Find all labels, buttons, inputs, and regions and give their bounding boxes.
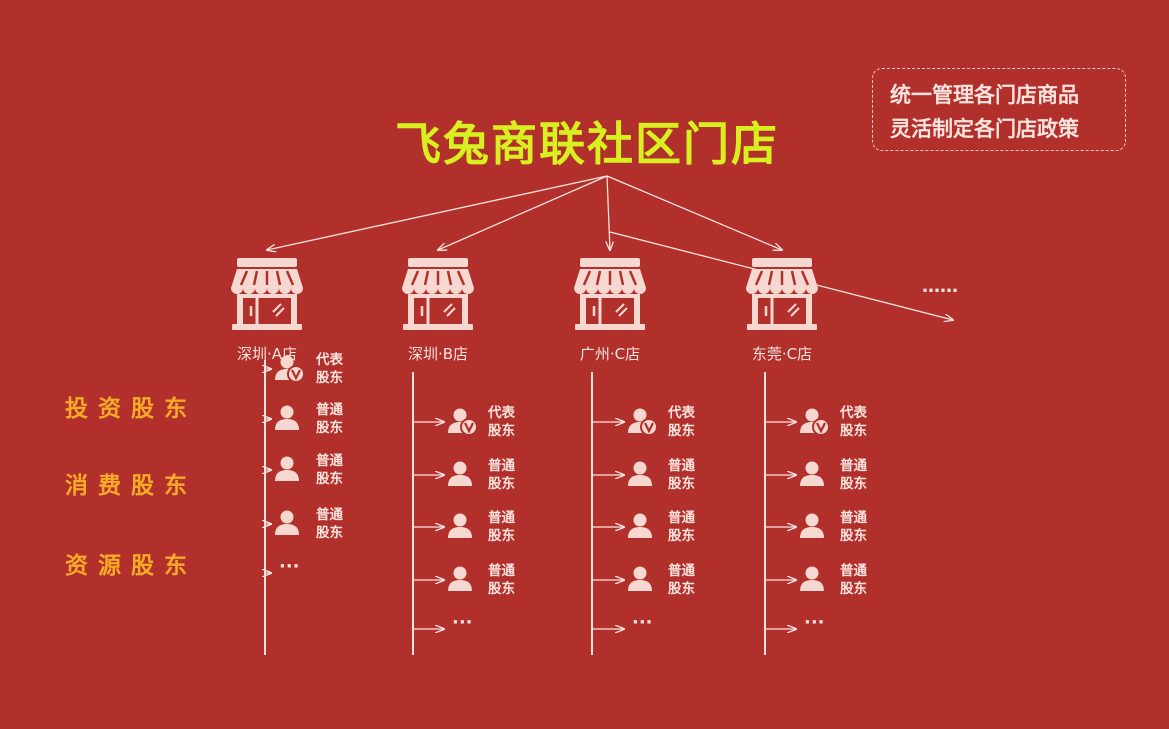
shareholder-label-line2: 股东 <box>488 527 516 544</box>
shareholder-label-line2: 股东 <box>840 527 868 544</box>
representative-shareholder-icon <box>275 355 305 383</box>
shareholder-label-line1: 代表 <box>487 404 516 421</box>
shareholder-label-line2: 股东 <box>668 580 696 597</box>
shareholder-label-line1: 普通 <box>840 562 868 579</box>
representative-shareholder-icon <box>448 408 478 436</box>
arrow-to-store <box>606 175 782 250</box>
shareholder-label-line1: 代表 <box>839 404 868 421</box>
shareholder-label-line2: 股东 <box>488 422 516 439</box>
shareholder-label-line2: 股东 <box>668 475 696 492</box>
person-icon <box>800 566 824 591</box>
shareholder-type-consume: 消费股东 <box>65 472 197 499</box>
person-icon <box>448 566 472 591</box>
person-icon <box>448 513 472 538</box>
shareholder-label-line2: 股东 <box>488 580 516 597</box>
person-icon <box>275 456 299 481</box>
store-name: 深圳·B店 <box>408 345 468 363</box>
more-shareholders-ellipsis: ··· <box>632 612 653 633</box>
note-line-2: 灵活制定各门店政策 <box>890 117 1080 141</box>
arrow-to-store <box>267 175 608 250</box>
shareholder-label-line2: 股东 <box>316 419 343 436</box>
arrow-to-store <box>607 175 610 250</box>
store-icon <box>574 258 646 330</box>
shareholder-label-line1: 代表 <box>315 351 343 368</box>
shareholder-label-line2: 股东 <box>840 422 868 439</box>
shareholder-label-line2: 股东 <box>316 524 343 541</box>
shareholder-type-invest: 投资股东 <box>65 395 197 422</box>
shareholder-label-line1: 普通 <box>316 506 343 523</box>
shareholder-label-line1: 普通 <box>488 509 516 526</box>
more-shareholders-ellipsis: ··· <box>452 612 473 633</box>
person-icon <box>275 405 299 430</box>
shareholder-label-line2: 股东 <box>488 475 516 492</box>
page-title: 飞兔商联社区门店 <box>395 117 779 171</box>
more-shareholders-ellipsis: ··· <box>804 612 825 633</box>
store-column: 深圳·A店代表股东普通股东普通股东普通股东··· <box>231 175 608 655</box>
note-box <box>872 68 1126 151</box>
store-name: 广州·C店 <box>580 345 640 363</box>
shareholder-type-resource: 资源股东 <box>65 552 197 579</box>
person-icon <box>448 461 472 486</box>
store-name: 东莞·C店 <box>752 345 812 363</box>
shareholder-label-line1: 代表 <box>667 404 696 421</box>
arrow-to-store <box>438 175 608 250</box>
shareholder-label-line1: 普通 <box>488 457 516 474</box>
shareholder-label-line1: 普通 <box>488 562 516 579</box>
representative-shareholder-icon <box>800 408 830 436</box>
more-stores-ellipsis: …… <box>922 276 958 297</box>
person-icon <box>628 513 652 538</box>
representative-shareholder-icon <box>628 408 658 436</box>
person-icon <box>275 510 299 535</box>
shareholder-label-line1: 普通 <box>668 509 696 526</box>
shareholder-label-line1: 普通 <box>668 562 696 579</box>
shareholder-label-line2: 股东 <box>668 422 696 439</box>
shareholder-label-line2: 股东 <box>668 527 696 544</box>
shareholder-label-line1: 普通 <box>316 401 343 418</box>
person-icon <box>628 566 652 591</box>
shareholder-label-line1: 普通 <box>840 457 868 474</box>
shareholder-label-line1: 普通 <box>316 452 343 469</box>
store-icon <box>231 258 303 330</box>
note-line-1: 统一管理各门店商品 <box>890 83 1079 107</box>
shareholder-label-line1: 普通 <box>668 457 696 474</box>
store-icon <box>402 258 474 330</box>
person-icon <box>628 461 652 486</box>
shareholder-label-line2: 股东 <box>840 580 868 597</box>
more-shareholders-ellipsis: ··· <box>279 556 300 577</box>
shareholder-label-line1: 普通 <box>840 509 868 526</box>
person-icon <box>800 461 824 486</box>
shareholder-label-line2: 股东 <box>316 369 343 386</box>
shareholder-label-line2: 股东 <box>840 475 868 492</box>
shareholder-label-line2: 股东 <box>316 470 343 487</box>
person-icon <box>800 513 824 538</box>
store-icon <box>746 258 818 330</box>
